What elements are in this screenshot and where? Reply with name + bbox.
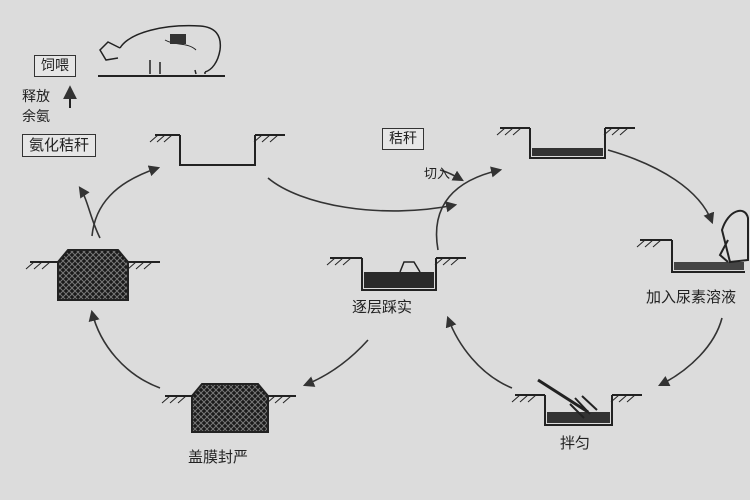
urea-pit <box>636 209 749 273</box>
feed-label: 饲喂 <box>34 55 76 77</box>
covered-mound-left <box>25 249 160 301</box>
stir-label: 拌匀 <box>560 434 591 452</box>
covered-mound-bottom <box>161 383 296 433</box>
ammoniated-straw-label: 氨化秸秆 <box>22 134 97 157</box>
add-urea-label: 加入尿素溶液 <box>646 288 737 306</box>
release-label-line2: 余氨 <box>22 109 50 125</box>
stir-pit <box>511 378 642 426</box>
tamp-pit <box>326 257 466 291</box>
empty-pit <box>149 134 285 166</box>
cow-illustration <box>98 24 225 77</box>
straw-pit <box>496 127 635 159</box>
cut-in-label: 切入 <box>424 167 451 182</box>
cover-seal-label: 盖膜封严 <box>188 448 249 466</box>
straw-label: 秸秆 <box>382 128 424 150</box>
layer-tamp-label: 逐层踩实 <box>352 298 413 316</box>
cycle-arrows <box>78 149 723 389</box>
release-label-line1: 释放 <box>22 89 50 105</box>
